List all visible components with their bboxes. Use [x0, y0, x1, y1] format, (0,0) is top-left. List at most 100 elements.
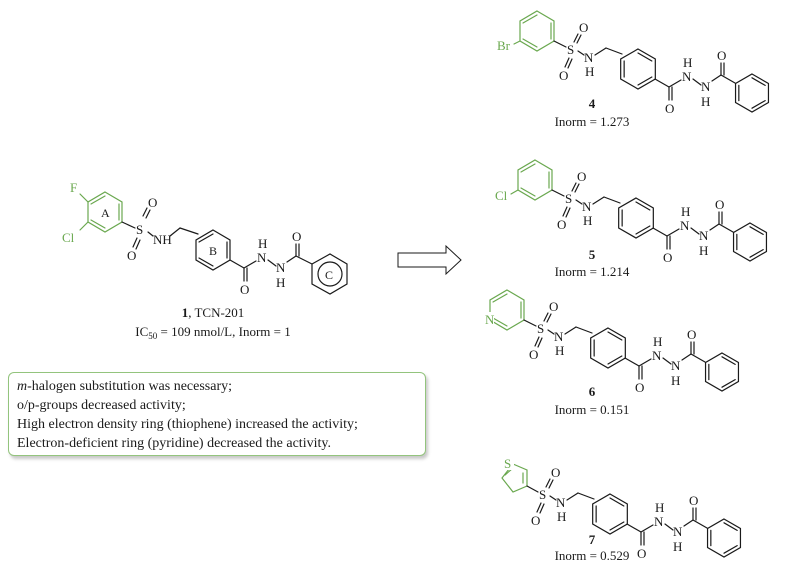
oxygen-atom: O [663, 250, 672, 265]
bond [576, 34, 582, 44]
sar-line: Electron-deficient ring (pyridine) decre… [17, 436, 331, 451]
bond [637, 76, 653, 86]
oxygen-atom: O [665, 101, 674, 116]
hydrogen-atom: H [681, 204, 690, 219]
sulfur-atom: S [537, 321, 544, 336]
sulfur-atom: S [567, 42, 574, 57]
nitrogen-atom: N [582, 199, 592, 214]
ring-a: A [87, 191, 123, 233]
bond [664, 523, 674, 531]
bond [539, 503, 545, 514]
bond [564, 57, 570, 68]
oxygen-atom: O [577, 169, 586, 184]
hydrogen-atom: H [673, 539, 682, 554]
oxygen-atom: O [148, 195, 157, 210]
benzene-ring [590, 327, 626, 369]
bond [683, 519, 694, 527]
benzene-ring [732, 222, 768, 262]
lead-caption: 1, TCN-201 [182, 305, 245, 320]
nitrogen-atom: N [671, 358, 681, 373]
lead-name: , TCN-201 [188, 305, 244, 320]
bond [567, 58, 573, 69]
bond [607, 331, 623, 341]
nh-group: NH [153, 232, 172, 247]
bond [723, 522, 738, 532]
nitrogen-atom: N [654, 514, 664, 529]
aryl-ring-green [519, 10, 555, 52]
compound-inorm: Inorm = 0.529 [555, 548, 630, 563]
lead-activity: IC50 = 109 nmol/L, Inorm = 1 [135, 324, 290, 341]
bond [640, 524, 654, 533]
benzene-ring [706, 518, 742, 558]
ring-label-b: B [209, 244, 217, 258]
bond [635, 225, 651, 235]
hydrogen-atom: H [683, 55, 692, 70]
bond [607, 355, 623, 365]
transformation-arrow [397, 244, 462, 276]
compound-7: S [501, 456, 539, 493]
nitrogen-atom: N [556, 495, 566, 510]
bond [721, 356, 736, 365]
bond [690, 227, 700, 235]
bond [637, 52, 653, 62]
benzene-ring [618, 197, 654, 239]
oxygen-atom: O [637, 546, 646, 561]
bond [749, 249, 764, 258]
oxygen-atom: O [715, 197, 724, 212]
bond [571, 182, 577, 192]
oxygen-atom: O [531, 513, 540, 528]
compound-scaffolds: SOONHONHNHOSOONHONHNHOSOONHONHNHOSOONHON… [529, 20, 770, 561]
bond [536, 502, 542, 513]
nitrogen-atom: N [680, 218, 690, 233]
bond [577, 50, 585, 56]
bond [603, 196, 621, 204]
nitrogen-atom: N [276, 260, 286, 275]
bond [666, 228, 680, 237]
bond [546, 313, 552, 323]
bond [565, 207, 571, 218]
ring-c: C [311, 253, 348, 295]
bond [577, 492, 595, 500]
compound-inorm: Inorm = 1.214 [555, 264, 630, 279]
nitrogen-atom: N [699, 228, 709, 243]
oxygen-atom: O [127, 248, 136, 263]
fluorine-atom: F [70, 180, 77, 195]
bond [537, 337, 543, 348]
ring-b: B [195, 229, 231, 271]
bond [638, 358, 652, 367]
bond [545, 478, 551, 488]
compound-number: 4 [589, 96, 596, 111]
bond [721, 379, 736, 388]
bond [751, 99, 766, 109]
bond [543, 312, 549, 322]
sar-line: o/p-groups decreased activity; [17, 398, 186, 413]
hydrogen-atom: H [557, 509, 566, 524]
sulfur-atom: S [565, 191, 572, 206]
bond [654, 78, 670, 88]
sar-line: High electron density ring (thiophene) i… [17, 417, 358, 432]
nitrogen-atom: N [554, 329, 564, 344]
bond [547, 329, 555, 335]
hydrogen-atom: H [699, 243, 708, 258]
bond [574, 183, 580, 193]
bond [624, 357, 640, 367]
oxygen-atom: O [717, 48, 726, 63]
nitrogen-atom: N [584, 50, 594, 65]
compound-inorm: Inorm = 0.151 [555, 402, 630, 417]
sar-line: m-halogen substitution was necessary; [17, 379, 233, 394]
ring-label-a: A [101, 206, 110, 220]
chlorine-atom: Cl [495, 188, 508, 203]
sar-summary-box: m-halogen substitution was necessary; o/… [8, 372, 426, 456]
bond [718, 223, 734, 233]
nitrogen-atom: N [682, 69, 692, 84]
benzene-ring [734, 73, 770, 113]
lead-number: 1 [182, 305, 189, 320]
oxygen-atom: O [557, 217, 566, 232]
nitrogen-atom: N [701, 79, 711, 94]
bond [652, 227, 668, 237]
bond [720, 74, 736, 84]
oxygen-atom: O [687, 327, 696, 342]
bond [605, 47, 623, 55]
bond [609, 521, 625, 531]
